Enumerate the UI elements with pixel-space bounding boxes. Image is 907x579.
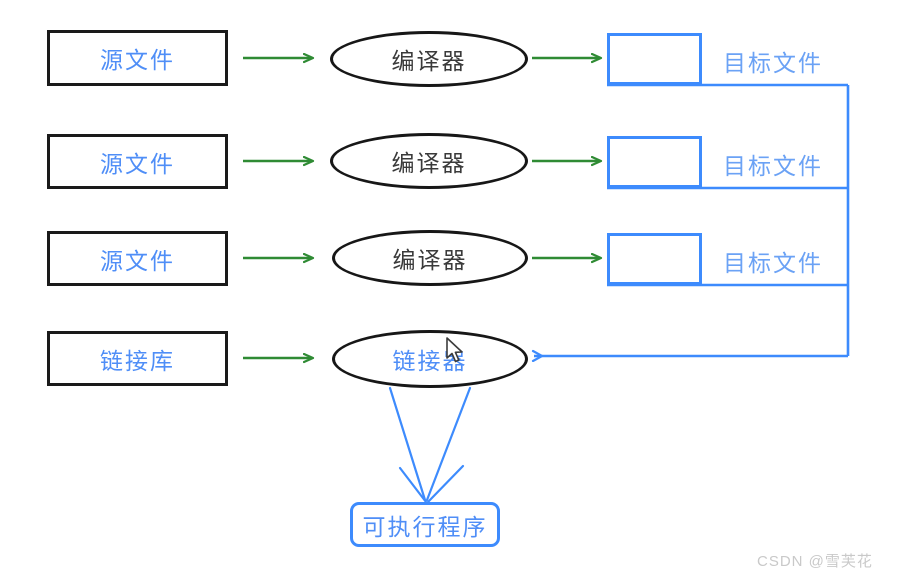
object-file-label-3: 目标文件 [723, 250, 823, 276]
compiler-ellipse-2[interactable]: 编译器 [330, 133, 528, 189]
object-file-label-2: 目标文件 [723, 153, 823, 179]
object-file-box-1[interactable] [607, 33, 702, 85]
object-file-label-1: 目标文件 [723, 50, 823, 76]
source-file-box-3[interactable]: 源文件 [47, 231, 228, 286]
linker-ellipse[interactable]: 链接器 [332, 330, 528, 388]
compiler-ellipse-3[interactable]: 编译器 [332, 230, 528, 286]
object-file-box-3[interactable] [607, 233, 702, 285]
source-file-box-1[interactable]: 源文件 [47, 30, 228, 86]
compiler-ellipse-1[interactable]: 编译器 [330, 31, 528, 87]
link-library-box[interactable]: 链接库 [47, 331, 228, 386]
executable-program-box[interactable]: 可执行程序 [350, 502, 500, 547]
link-library-label: 链接库 [100, 347, 175, 374]
source-file-box-2[interactable]: 源文件 [47, 134, 228, 189]
source-file-label-2: 源文件 [100, 150, 175, 177]
compiler-label-2: 编译器 [391, 150, 467, 176]
object-file-box-2[interactable] [607, 136, 702, 188]
source-file-label-1: 源文件 [100, 47, 175, 73]
executable-program-label: 可执行程序 [362, 513, 488, 540]
csdn-watermark: CSDN @雪芙花 [757, 553, 873, 570]
blue-arrow-linker-to-executable [388, 386, 472, 504]
source-file-label-3: 源文件 [100, 247, 175, 274]
linker-label: 链接器 [392, 348, 468, 374]
compiler-label-1: 编译器 [391, 48, 467, 74]
blue-object-bus [607, 83, 850, 356]
compiler-label-3: 编译器 [392, 247, 468, 273]
